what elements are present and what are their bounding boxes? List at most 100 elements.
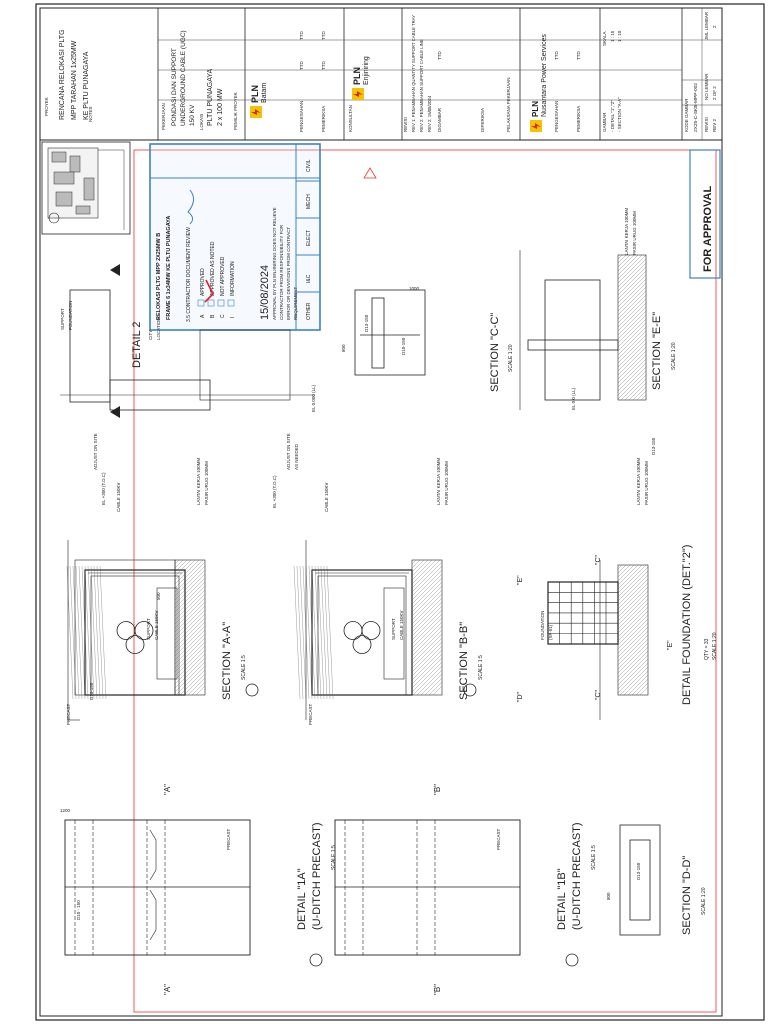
line bbox=[411, 581, 443, 613]
line bbox=[617, 590, 649, 622]
line bbox=[411, 559, 441, 589]
job-label: PEKERJAAN bbox=[161, 103, 166, 130]
ttd: TTD bbox=[554, 51, 559, 60]
line bbox=[628, 382, 647, 401]
line bbox=[617, 638, 649, 670]
section-marker-icon bbox=[245, 683, 259, 697]
detail-scale: SCALE 1:5 bbox=[591, 845, 597, 870]
line bbox=[174, 605, 206, 637]
line bbox=[617, 662, 649, 694]
line bbox=[617, 602, 649, 634]
hatch-box bbox=[411, 559, 443, 696]
support-column bbox=[69, 289, 111, 403]
line bbox=[191, 681, 206, 696]
revisi-label: REVISI bbox=[403, 117, 408, 132]
arrow-icon bbox=[110, 264, 120, 276]
line bbox=[411, 641, 443, 673]
line bbox=[96, 565, 104, 700]
line bbox=[411, 613, 443, 645]
line bbox=[174, 657, 206, 689]
support-label: CABLE 150KV bbox=[399, 610, 404, 640]
precast-label: PRECAST bbox=[496, 828, 501, 850]
section-arrow-label: "B" bbox=[433, 984, 442, 995]
stamp-discipline: MECH bbox=[306, 194, 312, 209]
line bbox=[617, 326, 647, 356]
line bbox=[617, 330, 647, 360]
stamp-signature bbox=[187, 189, 194, 225]
section-arrow-label: "A" bbox=[163, 784, 172, 795]
line bbox=[411, 657, 443, 689]
stamp-discipline: I&C bbox=[306, 274, 312, 283]
line bbox=[293, 565, 301, 700]
line bbox=[617, 564, 643, 590]
no-lembar-label: NO LEMBAR bbox=[704, 73, 709, 100]
line bbox=[617, 614, 649, 646]
line bbox=[640, 394, 647, 401]
line bbox=[617, 362, 647, 392]
ttd: TTD bbox=[437, 51, 442, 60]
cc-rebar bbox=[371, 297, 385, 369]
line bbox=[174, 629, 206, 661]
support bbox=[156, 587, 178, 680]
stamp-discipline: CIVIL bbox=[306, 159, 312, 172]
section-title: SECTION "C-C" bbox=[489, 313, 501, 392]
line bbox=[411, 559, 417, 565]
line bbox=[90, 565, 98, 700]
line bbox=[420, 673, 443, 696]
line bbox=[411, 561, 443, 593]
stamp-date: 15/08/2024 bbox=[259, 265, 271, 320]
logo-name: PLN bbox=[531, 101, 540, 117]
line bbox=[617, 262, 647, 292]
line bbox=[87, 565, 95, 700]
adjust-label: ADJUST ON SITE bbox=[93, 433, 98, 470]
pasir-label: PASIR URUG 100MM bbox=[644, 461, 649, 505]
stamp-option-key: B bbox=[210, 314, 216, 318]
stamp-header: FRAME 6 1x34MW KE PLTU PUNAGAYA bbox=[166, 216, 172, 320]
line bbox=[69, 565, 77, 700]
foundation-label: (SF-01) bbox=[548, 624, 553, 640]
precast-label: PRECAST bbox=[226, 828, 231, 850]
stamp-option-key: I bbox=[230, 317, 236, 318]
revisi-no-label: REVISI bbox=[704, 117, 709, 132]
stamp-checkmark-icon bbox=[204, 279, 214, 303]
line bbox=[617, 346, 647, 376]
line bbox=[617, 564, 627, 574]
jml-label: JML LEMBAR bbox=[704, 11, 709, 40]
line bbox=[617, 564, 631, 578]
line bbox=[411, 593, 443, 625]
line bbox=[174, 585, 206, 617]
dim: 500 bbox=[156, 592, 161, 600]
line bbox=[424, 677, 443, 696]
line bbox=[617, 610, 649, 642]
line bbox=[617, 574, 649, 606]
arrow-icon bbox=[110, 406, 120, 418]
foundation-label: FOUNDATION bbox=[540, 611, 545, 640]
no-lembar-value: 2 OF 2 bbox=[712, 86, 717, 100]
line bbox=[411, 605, 443, 637]
line bbox=[617, 566, 649, 598]
line bbox=[617, 634, 649, 666]
line bbox=[411, 573, 443, 605]
section-title: SECTION "D-D" bbox=[681, 856, 693, 935]
location-line: 2 x 100 MW bbox=[217, 88, 224, 126]
lantai-label: LANTAI KERJA 100MM bbox=[624, 208, 629, 255]
line bbox=[411, 629, 443, 661]
line bbox=[617, 350, 647, 380]
line bbox=[627, 674, 649, 696]
section-title: SECTION "B-B" bbox=[458, 622, 470, 700]
line bbox=[623, 670, 649, 696]
line bbox=[174, 577, 206, 609]
section-cc: SECTION "C-C"SCALE 1:20D13-150D10-150800… bbox=[341, 286, 514, 392]
approved-label: PENGESAHAN bbox=[299, 101, 304, 132]
stamp-option-key: C bbox=[220, 314, 226, 318]
line bbox=[174, 559, 180, 565]
line bbox=[99, 565, 107, 700]
stamp-header: RELOKASI PLTG MPP 2X25MW B bbox=[156, 233, 162, 320]
line bbox=[174, 559, 192, 577]
stamp-option: INFORMATION bbox=[230, 261, 236, 296]
